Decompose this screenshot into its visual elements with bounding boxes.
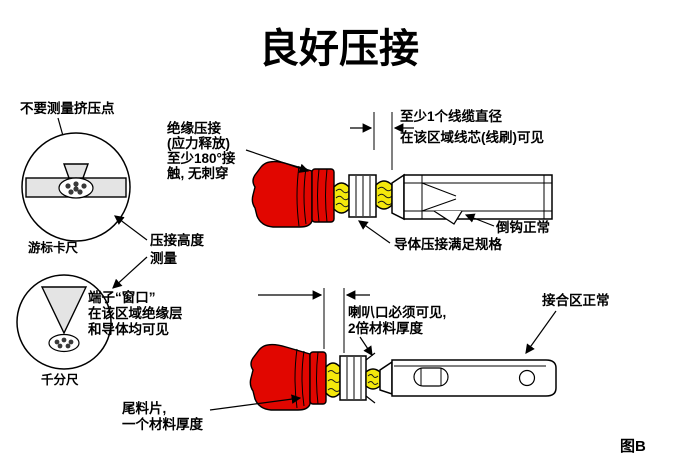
crimp-height-label-line1: 压接高度 (150, 232, 204, 248)
crimp-rib (316, 351, 319, 405)
insulation-crimp-label-line4: 触, 无刺穿 (167, 165, 229, 181)
upper-terminal-drawing (251, 160, 553, 228)
tail-piece-label-line1: 尾料片, (122, 400, 166, 416)
barb-normal-label: 倒钩正常 (495, 219, 550, 235)
boot-rib (296, 165, 300, 227)
wire-strands-window-lower (325, 362, 341, 398)
insulation-crimp-barrel-lower (309, 351, 327, 405)
bellmouth-flare-bottom (365, 395, 376, 404)
insulation-crimp-label-line2: (应力释放) (167, 135, 230, 151)
bellmouth-leader-arrow (359, 336, 373, 356)
arrow-to-micrometer (112, 256, 148, 289)
contact-spring-line (421, 182, 457, 197)
tail-piece-label-line2: 一个材料厚度 (122, 416, 203, 432)
insulation-crimp-label-line3: 至少180°接 (167, 150, 236, 166)
blade-stamped-slot (413, 367, 449, 387)
retention-barb (433, 210, 463, 225)
insulation-crimp-label-line1: 绝缘压接 (167, 120, 221, 136)
figure-label: 图B (620, 438, 646, 455)
insulation-leader-arrow (245, 149, 310, 173)
terminal-window-label-line2: 在该区域绝缘层 (88, 305, 183, 321)
diameter-label-line2: 在该区域线芯(线刷)可见 (400, 129, 544, 145)
micrometer-detail: 千分尺 (16, 274, 112, 387)
terminal-window-label-line3: 和导体均可见 (88, 321, 169, 337)
barb-leader-arrow (464, 213, 495, 227)
no-measure-label: 不要测量挤压点 (20, 100, 115, 116)
joint-leader-arrow (525, 310, 557, 354)
terminal-body-box (403, 174, 553, 220)
conductor-leader-arrow (358, 220, 391, 244)
vernier-caliper-label: 游标卡尺 (28, 240, 79, 255)
diameter-label-line1: 至少1个线缆直径 (400, 108, 503, 124)
micrometer-tip (40, 286, 88, 335)
tail-leader-arrow (209, 394, 302, 411)
crimp-height-label-line2: 测量 (150, 250, 177, 266)
wire-brush-strands (375, 180, 393, 210)
terminal-window-label-line1: 端子“窗口” (88, 289, 156, 305)
crimp-cross-section-2 (48, 333, 80, 353)
bellmouth-flare-top (365, 352, 376, 361)
vernier-caliper-detail: 不要测量挤压点 游标卡尺 (20, 100, 131, 255)
crimp-height-callout: 压接高度 测量 (112, 215, 204, 289)
conductor-crimp-barrel-lower (339, 355, 367, 401)
bellmouth-strand-tuft (365, 368, 381, 390)
micrometer-label: 千分尺 (41, 372, 79, 387)
wire-insulation-boot (251, 160, 313, 228)
terminal-transition-lower (379, 360, 393, 396)
caliper-anvil (63, 163, 89, 179)
lower-terminal-drawing (249, 343, 557, 411)
crimp-rib (325, 168, 328, 223)
page-title: 良好压接 (259, 27, 419, 71)
upper-terminal-callouts: 绝缘压接 (应力释放) 至少180°接 触, 无刺穿 至少1个线缆直径 在该区域… (167, 108, 550, 252)
boot-rib (301, 350, 305, 407)
blade-hole (518, 369, 536, 387)
wire-strand-dots (65, 181, 87, 195)
wire-strand-dots-2 (54, 337, 74, 349)
crimp-rib (317, 168, 320, 223)
lower-terminal-callouts: 端子“窗口” 在该区域绝缘层 和导体均可见 喇叭口必须可见, 2倍材料厚度 接合… (88, 288, 610, 432)
insulation-crimp-barrel (311, 168, 335, 223)
contact-spring-line (421, 198, 457, 212)
terminal-transition (391, 173, 405, 221)
bellmouth-label-line2: 2倍材料厚度 (348, 320, 424, 336)
joint-area-label: 接合区正常 (542, 292, 610, 308)
wire-strands-window (333, 182, 350, 214)
arrow-to-caliper (114, 215, 148, 241)
conductor-crimp-spec-label: 导体压接满足规格 (394, 236, 502, 252)
bellmouth-label-line1: 喇叭口必须可见, (348, 304, 446, 320)
